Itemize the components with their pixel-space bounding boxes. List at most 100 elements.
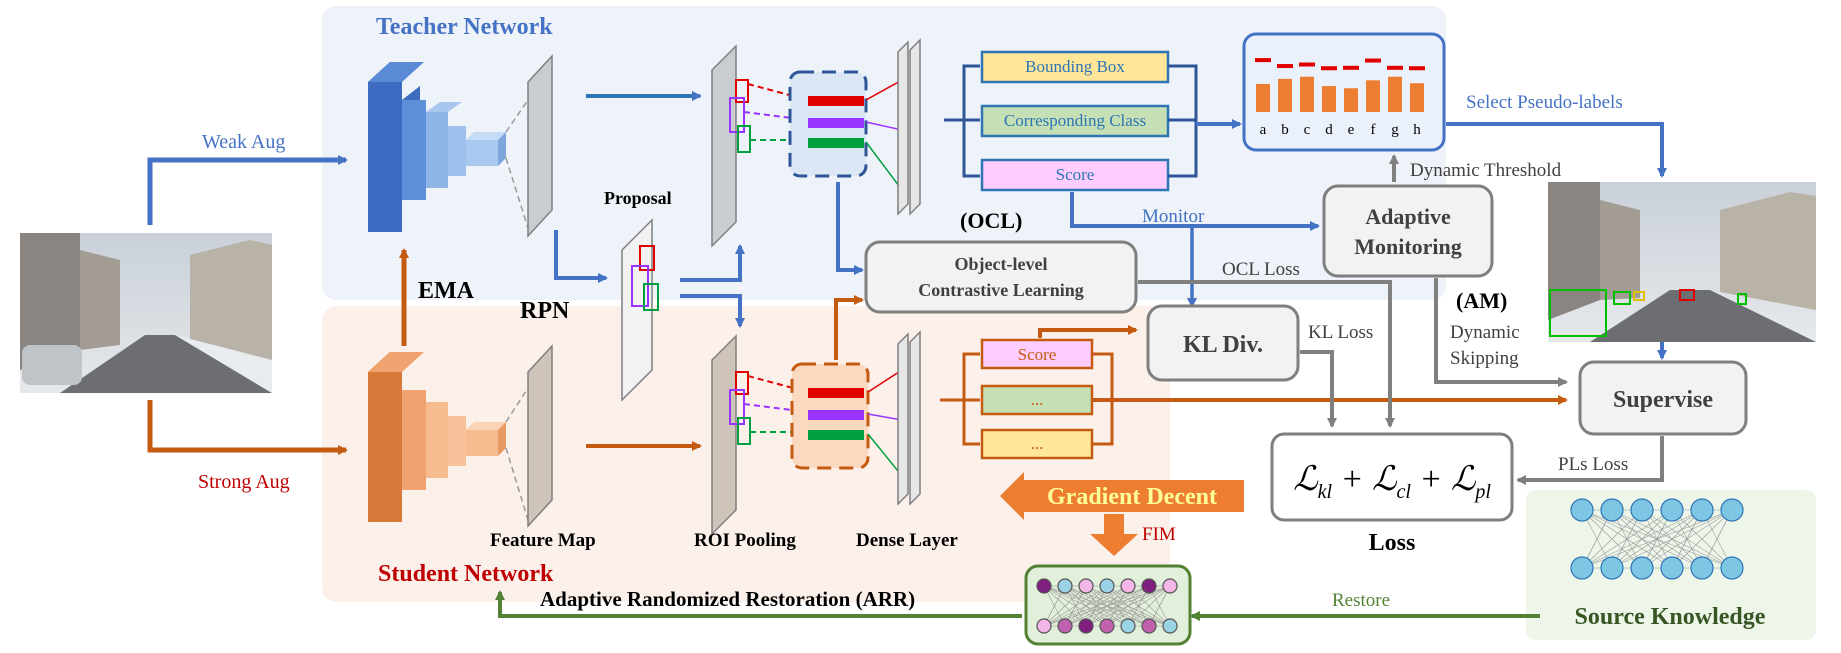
student-score-label: Score: [1018, 345, 1057, 364]
teacher-bounding-box-label: Bounding Box: [1025, 57, 1125, 76]
src-net-node: [1570, 556, 1594, 580]
threshold-mark-g: [1387, 65, 1403, 70]
dynamic-threshold-label: Dynamic Threshold: [1410, 160, 1562, 181]
src-net-node: [1600, 498, 1624, 522]
score-bar-b: [1278, 78, 1292, 112]
gradient-decent-label: Gradient Decent: [1047, 484, 1217, 510]
score-bar-a: [1256, 83, 1270, 112]
proposal-to-student-roi-arrow: [680, 294, 745, 328]
src-net-node: [1660, 498, 1684, 522]
threshold-mark-b: [1277, 64, 1293, 69]
threshold-mark-d: [1321, 66, 1337, 71]
student-roi-purple-bar: [808, 410, 864, 420]
fim-net-node: [1078, 618, 1094, 634]
ocl-line2: Contrastive Learning: [918, 280, 1084, 300]
src-net-node: [1690, 556, 1714, 580]
src-net-node: [1720, 556, 1744, 580]
src-net-node: [1600, 556, 1624, 580]
threshold-mark-e: [1343, 65, 1359, 70]
input-street-image: [20, 233, 272, 393]
dynamic-skipping-line2: Skipping: [1450, 348, 1519, 369]
score-bar-e: [1344, 88, 1358, 112]
score-bar-g: [1388, 76, 1402, 112]
strong-aug-arrow: [147, 400, 348, 455]
student-dense-layer: [897, 330, 921, 506]
kl-loss-arrow: [1300, 350, 1337, 428]
am-line2: Monitoring: [1354, 234, 1462, 259]
source-knowledge-network: [1570, 498, 1744, 580]
src-net-node: [1720, 498, 1744, 522]
bar-letter-b: b: [1281, 122, 1289, 138]
teacher-network-title: Teacher Network: [376, 14, 553, 40]
pls-loss-label: PLs Loss: [1558, 454, 1628, 475]
feature-map-label: Feature Map: [490, 530, 596, 551]
threshold-mark-f: [1365, 58, 1381, 63]
dynamic-skipping-arrow: [1434, 278, 1568, 387]
src-net-node: [1630, 556, 1654, 580]
am-tag: (AM): [1456, 288, 1507, 313]
bar-letter-d: d: [1325, 122, 1333, 138]
fim-net-node: [1099, 578, 1115, 594]
monitor-arrow: [1070, 192, 1320, 231]
arr-label: Adaptive Randomized Restoration (ARR): [540, 587, 915, 611]
teacher-score-head: [980, 158, 1170, 192]
score-bar-f: [1366, 80, 1380, 112]
kl-loss-label: KL Loss: [1308, 322, 1373, 343]
fim-net-node: [1099, 618, 1115, 634]
src-net-node: [1660, 556, 1684, 580]
weak-aug-arrow: [147, 155, 348, 225]
teacher-score-label: Score: [1056, 165, 1095, 184]
bar-letter-h: h: [1413, 122, 1421, 138]
proposal-to-teacher-roi-arrow: [680, 244, 745, 282]
teacher-roi-to-ocl-arrow: [836, 182, 864, 275]
ocl-module: [864, 240, 1138, 314]
score-bar-h: [1410, 83, 1424, 112]
select-pseudo-labels-label: Select Pseudo-labels: [1466, 92, 1623, 113]
ocl-loss-label: OCL Loss: [1222, 259, 1300, 280]
supervise-label: Supervise: [1613, 387, 1713, 413]
source-knowledge-label: Source Knowledge: [1575, 604, 1766, 630]
bar-letter-c: c: [1304, 122, 1311, 138]
fim-net-node: [1141, 618, 1157, 634]
student-backbone-cnn: [368, 352, 506, 522]
fim-net-node: [1036, 618, 1052, 634]
src-net-node: [1630, 498, 1654, 522]
teacher-roi-green-bar: [808, 138, 864, 148]
bar-letter-f: f: [1371, 122, 1376, 138]
ocl-line1: Object-level: [955, 254, 1048, 274]
teacher-feature-map: [527, 54, 553, 238]
bar-letter-a: a: [1260, 122, 1267, 138]
score-bar-c: [1300, 76, 1314, 112]
threshold-mark-c: [1299, 62, 1315, 67]
ocl-tag: (OCL): [960, 208, 1022, 233]
fim-arrow: [1090, 514, 1138, 556]
kl-divergence-module: [1146, 304, 1300, 382]
rpn-arrow: [554, 230, 608, 283]
am-line1: Adaptive: [1365, 204, 1451, 229]
loss-formula: ℒkl + ℒcl + ℒpl: [1293, 461, 1491, 503]
student-score-head: [980, 338, 1094, 370]
restore-label: Restore: [1332, 590, 1390, 611]
pseudo-labeled-image: [1548, 182, 1816, 342]
teacher-bounding-box-head: [980, 50, 1170, 84]
supervise-module: [1578, 360, 1748, 436]
student-score-to-kl-arrow: [1038, 325, 1138, 338]
student-box-head: [980, 428, 1094, 460]
pls-loss-arrow: [1516, 436, 1664, 485]
proposal-label: Proposal: [604, 188, 672, 208]
fim-net-node: [1078, 578, 1094, 594]
fim-net-node: [1036, 578, 1052, 594]
dense-layer-label: Dense Layer: [856, 530, 958, 551]
student-network-title: Student Network: [378, 561, 554, 587]
weak-aug-label: Weak Aug: [202, 131, 285, 153]
student-roi-green-bar: [808, 430, 864, 440]
adaptive-monitoring-module: [1322, 184, 1494, 278]
fim-network-graph: [1036, 578, 1178, 634]
src-net-node: [1570, 498, 1594, 522]
strong-aug-label: Strong Aug: [198, 471, 290, 493]
fim-net-node: [1057, 578, 1073, 594]
ocl-loss-arrow: [1138, 280, 1395, 428]
student-feature-map: [527, 344, 553, 528]
